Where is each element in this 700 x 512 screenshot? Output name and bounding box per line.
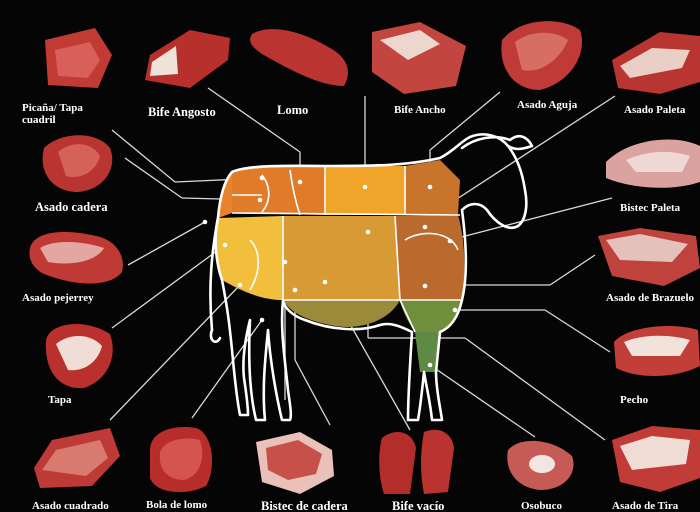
region-cadera xyxy=(218,172,232,218)
meat-asado-paleta-image xyxy=(612,32,700,94)
meat-bola-lomo-image xyxy=(150,427,212,492)
label-bife-vacio: Bife vacío xyxy=(392,500,444,512)
region-picana xyxy=(232,166,325,215)
region-aguja xyxy=(405,160,460,215)
meat-osobuco-image xyxy=(507,441,573,490)
leader-line-tapa xyxy=(112,245,225,328)
region-bife-ancho xyxy=(325,166,405,215)
leader-line-pecho xyxy=(545,310,610,352)
label-asado-aguja: Asado Aguja xyxy=(517,99,577,111)
label-asado-paleta: Asado Paleta xyxy=(624,104,685,116)
leader-line-bistec-cadera xyxy=(295,360,330,425)
label-asado-cadera: Asado cadera xyxy=(35,201,108,213)
leader-line-bife-angosto xyxy=(208,88,300,152)
meat-pejerrey-image xyxy=(30,232,123,284)
leader-line-picana xyxy=(112,130,175,182)
meat-bistec-paleta-image xyxy=(606,139,700,187)
meat-tapa-image xyxy=(46,324,113,388)
cow-tail-tip xyxy=(211,330,220,342)
leader-line-osobuco xyxy=(430,365,535,437)
meat-bife-vacio-image xyxy=(379,430,454,494)
label-pecho: Pecho xyxy=(620,394,648,406)
meat-lomo-image xyxy=(250,29,348,86)
label-tapa: Tapa xyxy=(48,394,71,406)
region-falda xyxy=(283,300,400,327)
label-picana: Picaña/ Tapa cuadril xyxy=(22,102,112,126)
label-asado-brazuelo: Asado de Brazuelo xyxy=(606,292,694,304)
label-asado-cuadrado: Asado cuadrado xyxy=(32,500,109,512)
meat-picana-image xyxy=(45,28,112,88)
region-vacio xyxy=(283,216,400,300)
label-osobuco: Osobuco xyxy=(521,500,562,512)
meat-bife-angosto-image xyxy=(145,30,230,88)
meat-pecho-image xyxy=(614,326,700,376)
meat-asado-tira-image xyxy=(612,426,700,492)
meat-cadera-image xyxy=(43,135,113,192)
label-bola-lomo: Bola de lomo xyxy=(146,499,207,511)
leader-line-pejerrey xyxy=(128,222,205,265)
meat-bife-ancho-image xyxy=(372,22,466,94)
region-paleta xyxy=(395,215,464,300)
meat-asado-cuadrado-image xyxy=(34,428,120,488)
meat-bistec-cadera-image xyxy=(256,432,334,494)
label-asado-tira: Asado de Tira xyxy=(612,500,678,512)
meat-brazuelo-image xyxy=(598,228,700,286)
region-tapa xyxy=(216,216,283,300)
label-bife-angosto: Bife Angosto xyxy=(148,106,216,118)
label-bistec-paleta: Bistec Paleta xyxy=(620,202,680,214)
leader-line-asado-paleta xyxy=(440,96,615,210)
leader-line-asado-tira xyxy=(465,338,605,440)
label-asado-pejerrey: Asado pejerrey xyxy=(22,292,94,304)
cow-body xyxy=(216,160,464,372)
leader-line-brazuelo xyxy=(550,255,595,285)
label-lomo: Lomo xyxy=(277,104,308,116)
cow-ear xyxy=(462,136,532,149)
label-bistec-cadera: Bistec de cadera xyxy=(261,500,348,512)
leader-line-asado-cuadrado xyxy=(110,285,240,420)
label-bife-ancho: Bife Ancho xyxy=(394,104,446,116)
region-pecho xyxy=(400,300,462,332)
meat-aguja-image xyxy=(501,21,582,90)
